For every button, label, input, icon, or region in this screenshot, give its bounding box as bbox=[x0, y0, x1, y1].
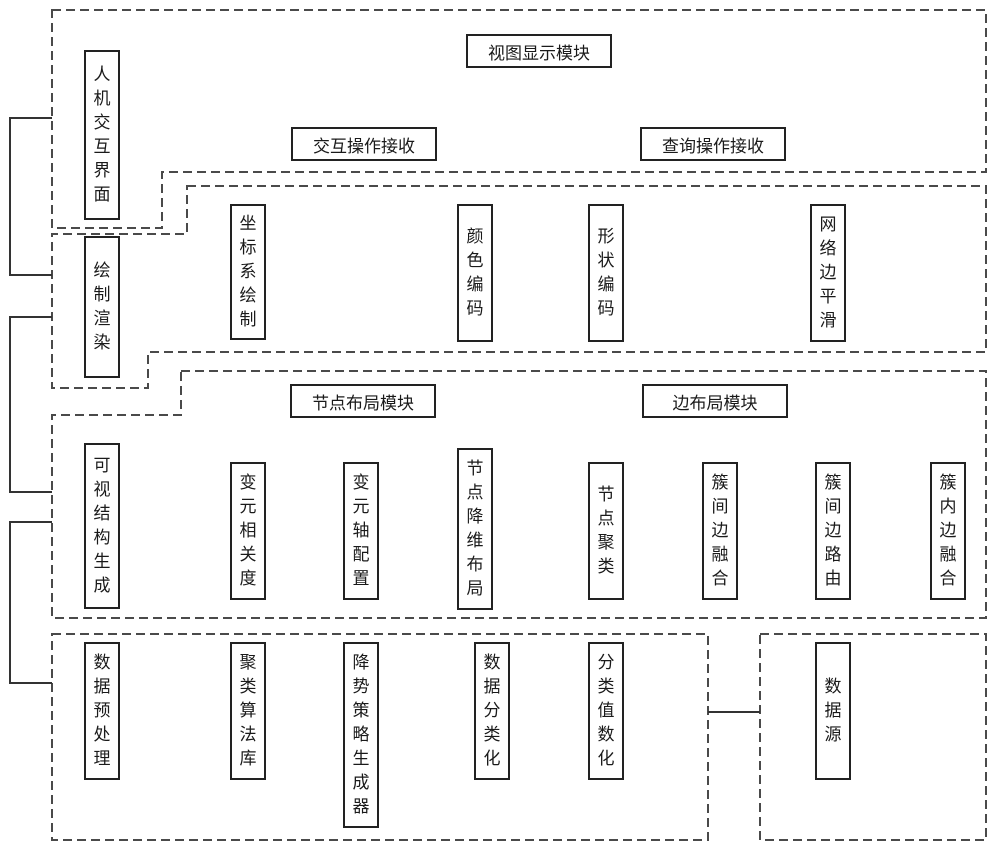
edge-layout-module: 边布局模块 bbox=[642, 384, 788, 418]
data-source-region bbox=[759, 633, 987, 841]
data-source-box: 数据源 bbox=[815, 642, 851, 780]
data-processing-region bbox=[51, 633, 709, 841]
draw-render-label: 绘制渲染 bbox=[84, 236, 120, 378]
human-computer-interface-label: 人机交互界面 bbox=[84, 50, 120, 220]
coordinate-system-drawing-box: 坐标系绘制 bbox=[230, 204, 266, 340]
layout-layer-region bbox=[51, 370, 987, 619]
view-display-module: 视图显示模块 bbox=[466, 34, 612, 68]
render-layer-region bbox=[51, 185, 987, 389]
visual-structure-generation-label: 可视结构生成 bbox=[84, 443, 120, 609]
connector-layout-data bbox=[9, 521, 52, 684]
data-classification-box: 数据分类化 bbox=[474, 642, 510, 780]
intra-cluster-edge-fusion-box: 簇内边融合 bbox=[930, 462, 966, 600]
data-preprocessing-box: 数据预处理 bbox=[84, 642, 120, 780]
query-receive-box: 查询操作接收 bbox=[640, 127, 786, 161]
connector-interface-render bbox=[9, 117, 52, 276]
class-value-numeric-box: 分类值数化 bbox=[588, 642, 624, 780]
shape-encoding-box: 形状编码 bbox=[588, 204, 624, 342]
network-edge-smoothing-box: 网络边平滑 bbox=[810, 204, 846, 342]
interface-layer-region bbox=[51, 9, 987, 229]
color-encoding-box: 颜色编码 bbox=[457, 204, 493, 342]
node-clustering-box: 节点聚类 bbox=[588, 462, 624, 600]
clustering-algorithm-library-box: 聚类算法库 bbox=[230, 642, 266, 780]
node-layout-module: 节点布局模块 bbox=[290, 384, 436, 418]
node-dim-reduction-layout-box: 节点降维布局 bbox=[457, 448, 493, 610]
variable-correlation-box: 变元相关度 bbox=[230, 462, 266, 600]
reduction-strategy-generator-box: 降势策略生成器 bbox=[343, 642, 379, 828]
inter-cluster-edge-fusion-box: 簇间边融合 bbox=[702, 462, 738, 600]
variable-axis-config-box: 变元轴配置 bbox=[343, 462, 379, 600]
inter-cluster-edge-routing-box: 簇间边路由 bbox=[815, 462, 851, 600]
interaction-receive-box: 交互操作接收 bbox=[291, 127, 437, 161]
connector-render-layout bbox=[9, 316, 52, 493]
